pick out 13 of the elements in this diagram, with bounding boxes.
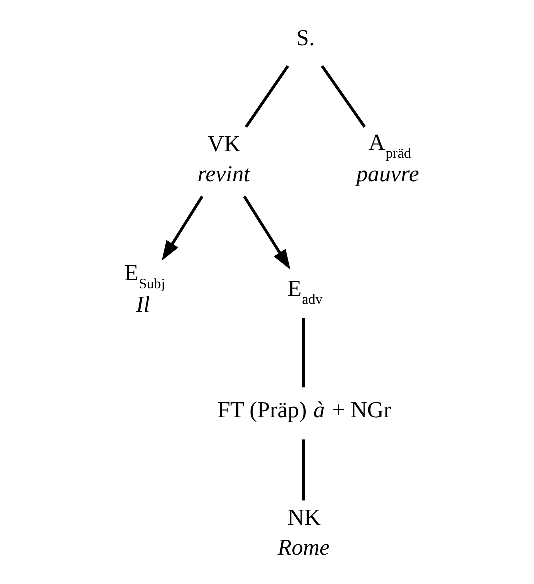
connector [244,65,289,128]
arrow [161,196,204,261]
node-text: S. [296,26,314,51]
node-text: VK revint [197,131,250,187]
connector [302,318,305,388]
arrow [242,196,290,270]
connector [320,65,366,128]
node-text: A$_{präd}$ pauvre [356,130,419,187]
connector [302,440,305,501]
node-text: FT (Präp) à + NGr [217,398,392,423]
node-text: E$_{Subj}$ Il [124,260,165,317]
node-text: NK Rome [277,504,330,560]
node-text: E$_{adv}$ [287,276,322,308]
